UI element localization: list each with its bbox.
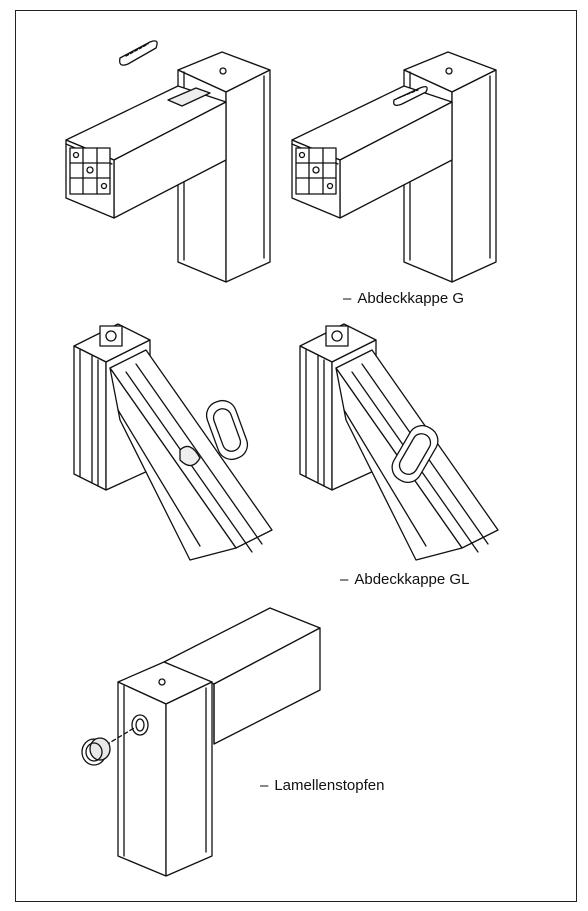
caption-lamellenstopfen: –Lamellenstopfen <box>260 777 384 794</box>
cover-cap-gl <box>205 399 249 461</box>
profile-end-face <box>69 147 111 195</box>
angled-joint-gl-exploded <box>73 323 273 561</box>
caption-text: Abdeckkappe G <box>357 290 465 307</box>
caption-dash: – <box>340 571 349 588</box>
caption-abdeckkappe-g: –Abdeckkappe G <box>343 290 464 307</box>
caption-text: Abdeckkappe GL <box>354 571 470 588</box>
caption-text: Lamellenstopfen <box>274 777 385 794</box>
corner-joint-lamella-plug <box>81 607 321 877</box>
corner-joint-g-exploded <box>65 40 271 283</box>
lamella-plug <box>81 737 111 766</box>
caption-abdeckkappe-gl: –Abdeckkappe GL <box>340 571 469 588</box>
cover-cap-g <box>119 40 158 66</box>
caption-dash: – <box>260 777 269 794</box>
angled-joint-gl-assembled <box>299 323 499 561</box>
caption-dash: – <box>343 290 352 307</box>
corner-joint-g-assembled <box>291 51 497 283</box>
figure-frame <box>15 10 577 902</box>
